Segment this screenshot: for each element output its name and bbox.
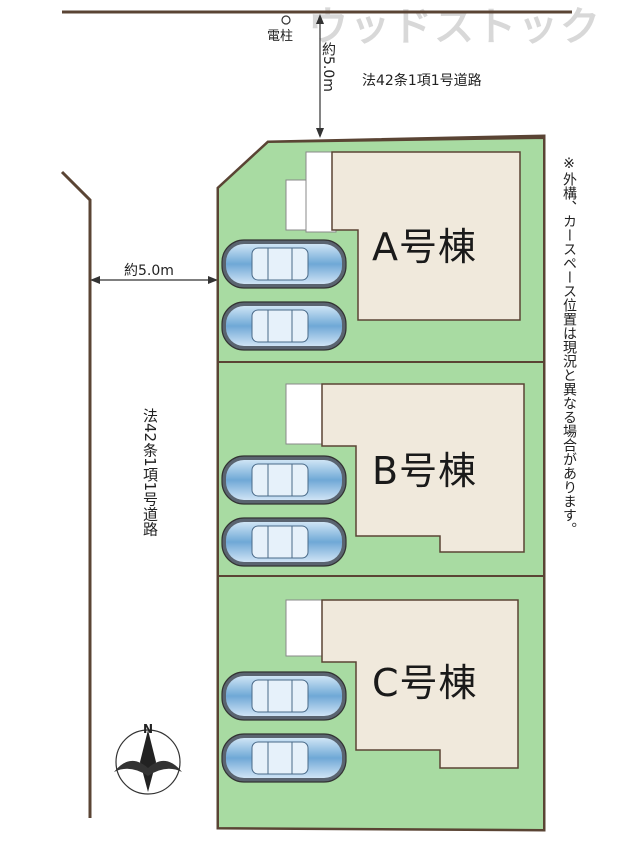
utility-pole-icon bbox=[281, 15, 291, 25]
building-a-label: A号棟 bbox=[372, 225, 477, 269]
building-a bbox=[331, 151, 521, 321]
lot-b-entrance bbox=[285, 383, 323, 445]
car-a2 bbox=[221, 301, 347, 351]
compass-north-label: N bbox=[143, 722, 154, 736]
car-c1 bbox=[221, 671, 347, 721]
utility-pole-label: 電柱 bbox=[267, 29, 294, 44]
building-c-label: C号棟 bbox=[372, 661, 478, 705]
compass-icon bbox=[114, 729, 182, 795]
top-road-distance: 約5.0m bbox=[320, 42, 336, 92]
left-road-edge bbox=[60, 170, 92, 818]
car-b1 bbox=[221, 455, 347, 505]
building-c bbox=[321, 599, 519, 769]
left-road-type: 法42条1項1号道路 bbox=[141, 408, 159, 537]
car-b2 bbox=[221, 517, 347, 567]
car-a1 bbox=[221, 239, 347, 289]
top-road-type: 法42条1項1号道路 bbox=[362, 73, 482, 89]
disclaimer-note: ※外構、カースペース位置は現況と異なる場合があります。 bbox=[561, 156, 577, 536]
left-road-distance: 約5.0m bbox=[124, 263, 174, 279]
building-b-label: B号棟 bbox=[372, 449, 478, 493]
lot-c-entrance bbox=[285, 599, 323, 657]
building-b bbox=[321, 383, 525, 553]
car-c2 bbox=[221, 733, 347, 783]
lot-a-entrance bbox=[305, 151, 337, 233]
